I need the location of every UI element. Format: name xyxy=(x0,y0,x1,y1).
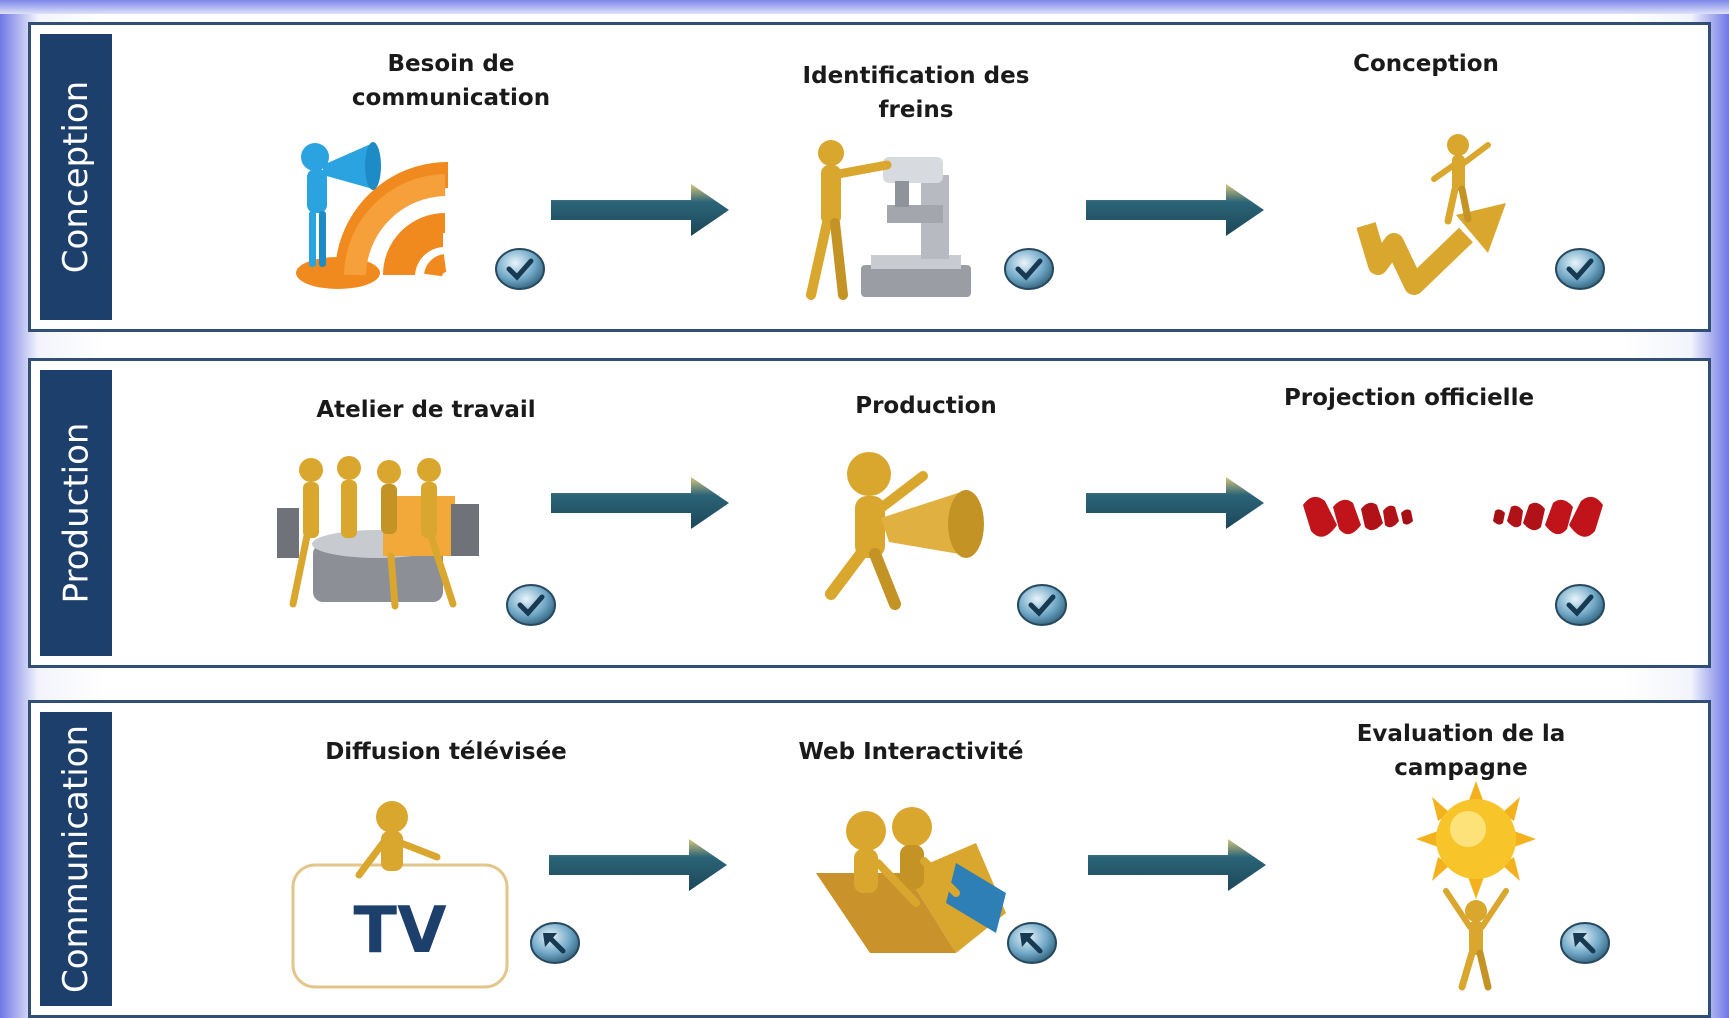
stage-label-box: Communication xyxy=(40,712,112,1006)
step-title: Identification des freins xyxy=(802,63,1030,123)
step-title: Production xyxy=(855,393,997,419)
figure-with-microscope-icon xyxy=(791,135,991,305)
step-title: Besoin de communication xyxy=(351,51,551,111)
stage-label-box: Conception xyxy=(40,34,112,320)
check-icon xyxy=(1554,583,1606,627)
megaphone-rss-figure-icon xyxy=(293,125,513,305)
return-arrow-icon xyxy=(1006,921,1058,965)
step-title: Web Interactivité xyxy=(798,739,1024,765)
flow-arrow-icon xyxy=(1088,835,1268,895)
flow-arrow-icon xyxy=(551,473,731,533)
check-icon xyxy=(505,583,557,627)
return-arrow-icon xyxy=(1559,921,1611,965)
stage-panel-communication: Communication Diffusion télévisée Web In… xyxy=(28,700,1711,1018)
check-icon xyxy=(1016,583,1068,627)
flow-arrow-icon xyxy=(1086,180,1266,240)
step-title: Projection officielle xyxy=(1283,385,1535,411)
stage-label-box: Production xyxy=(40,370,112,656)
figures-with-laptop-icon xyxy=(806,803,1026,983)
flow-arrow-icon xyxy=(551,180,731,240)
step-title: Conception xyxy=(1353,51,1499,77)
stage-label: Conception xyxy=(56,80,97,274)
stage-panel-production: Production Atelier de travail Production… xyxy=(28,358,1711,668)
tv-label: TV xyxy=(353,894,447,968)
team-around-table-icon xyxy=(271,456,511,616)
figure-on-tv-screen-icon: TV xyxy=(289,795,529,995)
flow-arrow-icon xyxy=(1086,473,1266,533)
step-title: Diffusion télévisée xyxy=(325,739,567,765)
stage-label: Production xyxy=(56,422,97,604)
check-icon xyxy=(1003,247,1055,291)
check-icon xyxy=(494,247,546,291)
step-title: Evaluation de la campagne xyxy=(1356,721,1566,781)
return-arrow-icon xyxy=(529,921,581,965)
stage-panel-conception: Conception Besoin de communication Ident… xyxy=(28,22,1711,332)
figure-on-rising-arrow-icon xyxy=(1356,125,1516,305)
check-icon xyxy=(1554,247,1606,291)
top-bar xyxy=(0,0,1729,14)
figure-holding-sun-icon xyxy=(1406,781,1546,991)
figure-with-megaphone-icon xyxy=(811,446,1011,616)
stage-label: Communication xyxy=(56,725,97,993)
flow-arrow-icon xyxy=(549,835,729,895)
red-armchairs-row-icon xyxy=(1303,481,1603,551)
step-title: Atelier de travail xyxy=(316,397,536,423)
